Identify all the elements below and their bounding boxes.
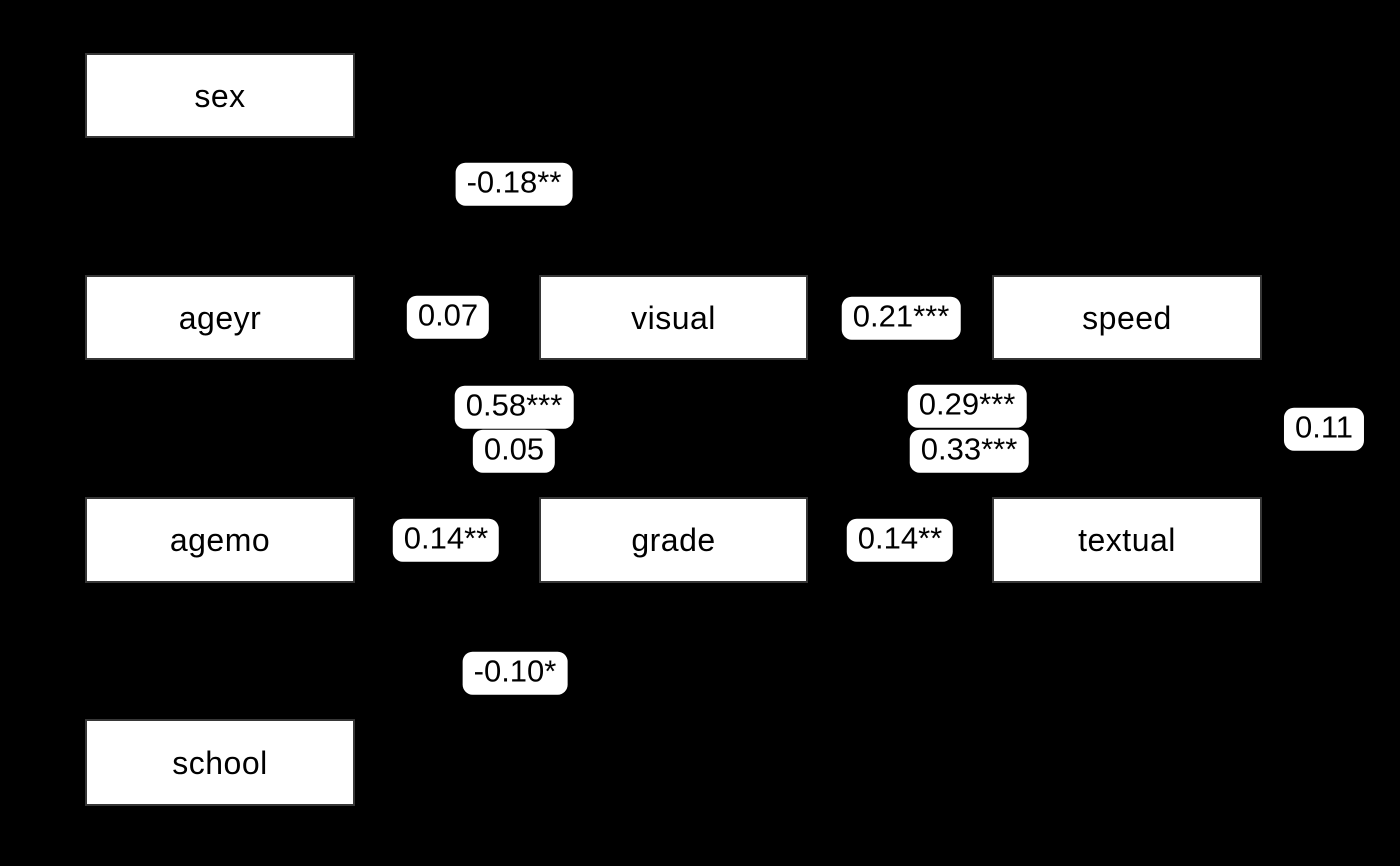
node-visual: visual: [539, 275, 808, 360]
node-sex: sex: [85, 53, 355, 138]
node-grade: grade: [539, 497, 808, 583]
edge-label: 0.33***: [909, 429, 1029, 473]
edge-label: 0.58***: [454, 385, 574, 429]
edge-label: 0.29***: [907, 384, 1027, 428]
node-textual: textual: [992, 497, 1262, 583]
node-agemo: agemo: [85, 497, 355, 583]
node-speed: speed: [992, 275, 1262, 360]
edge-label: 0.07: [406, 295, 490, 339]
edge-label: 0.21***: [841, 296, 961, 340]
node-ageyr: ageyr: [85, 275, 355, 360]
edge-label: 0.14**: [846, 518, 954, 562]
edge-label: -0.18**: [455, 162, 573, 206]
node-school: school: [85, 719, 355, 806]
edge-label: 0.11: [1283, 407, 1365, 451]
edge-label: 0.05: [472, 429, 556, 473]
edge-label: -0.10*: [462, 651, 568, 695]
edge-label: 0.14**: [392, 518, 500, 562]
